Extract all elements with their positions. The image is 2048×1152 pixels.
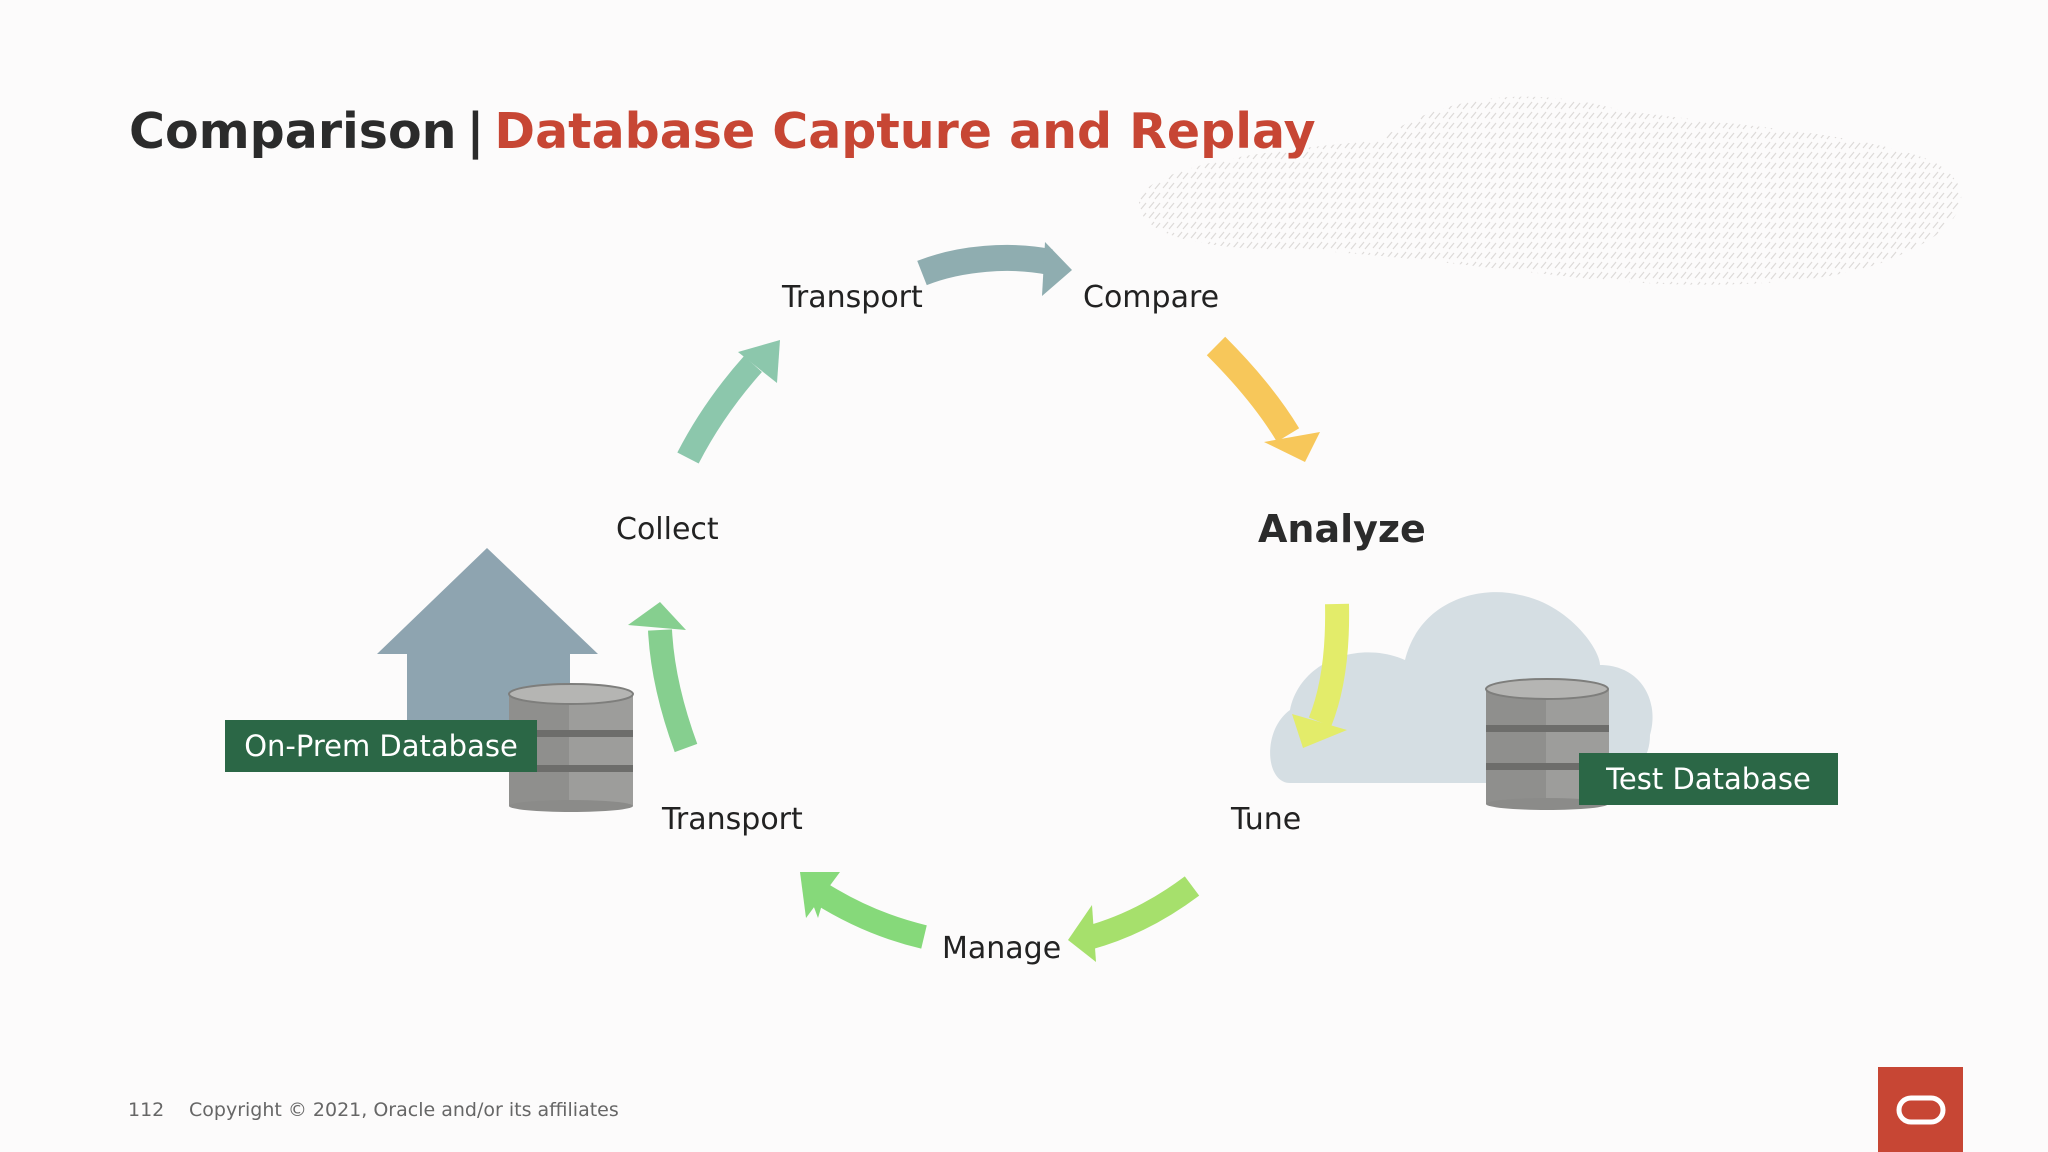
step-tune: Tune — [1231, 802, 1302, 837]
test-database-label: Test Database — [1579, 753, 1838, 805]
database-icon-on-prem — [508, 683, 634, 812]
oracle-logo-icon — [1878, 1067, 1963, 1152]
step-collect: Collect — [616, 512, 719, 547]
on-prem-database-label: On-Prem Database — [225, 720, 537, 772]
arrow-transport-to-collect — [628, 602, 698, 753]
arrow-collect-to-transport — [677, 340, 780, 464]
title-prefix: Comparison — [129, 103, 457, 160]
database-icon-test — [1485, 678, 1609, 810]
arrow-tune-to-manage — [1068, 876, 1200, 962]
arrow-analyze-to-tune — [1292, 603, 1350, 748]
arrow-transport-to-compare — [917, 242, 1072, 296]
arrow-compare-to-analyze — [1206, 336, 1320, 462]
arrow-manage-to-transport — [800, 872, 927, 949]
step-compare: Compare — [1083, 280, 1220, 315]
step-manage: Manage — [942, 931, 1062, 966]
step-analyze: Analyze — [1258, 507, 1426, 551]
page-number: 112 — [128, 1099, 165, 1121]
title-separator: | — [466, 103, 485, 160]
decorative-texture — [1139, 96, 1962, 285]
step-transport-bottom: Transport — [662, 802, 803, 837]
step-transport-top: Transport — [782, 280, 923, 315]
copyright-text: Copyright © 2021, Oracle and/or its affi… — [189, 1099, 619, 1121]
page-title: Comparison|Database Capture and Replay — [129, 103, 1316, 160]
title-main: Database Capture and Replay — [494, 103, 1316, 160]
